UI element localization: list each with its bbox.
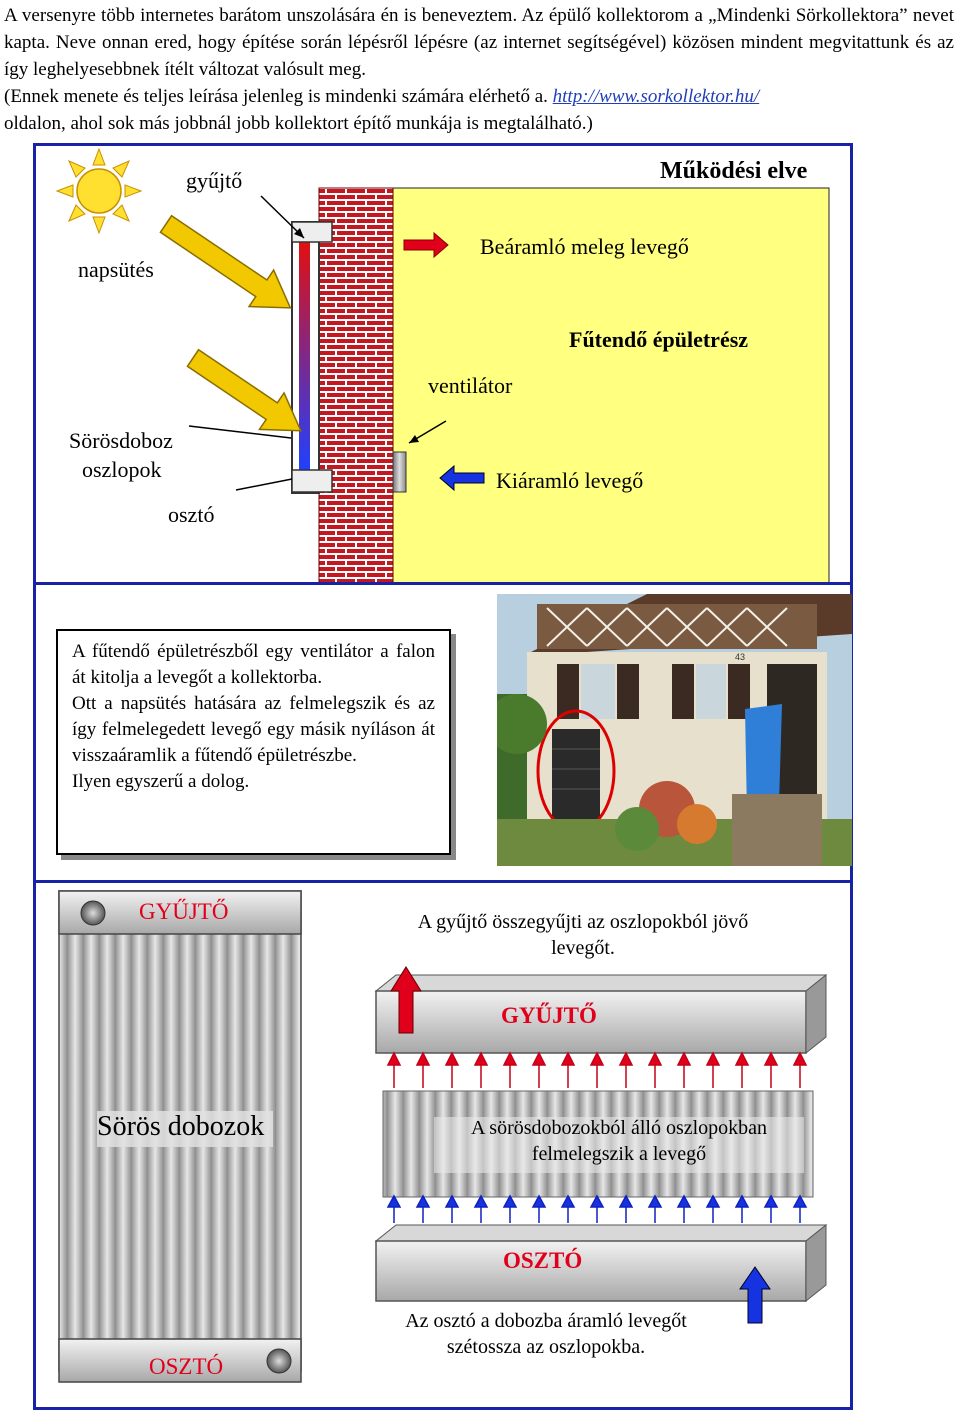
label-heated-room: Fűtendő épületrész <box>569 327 748 353</box>
label-gyujto: gyűjtő <box>186 168 242 194</box>
label-columns-1: Sörösdoboz <box>69 428 173 454</box>
explanation-line: Ilyen egyszerű a dolog. <box>72 769 435 795</box>
fan-body <box>393 452 406 492</box>
label-columns-2: oszlopok <box>82 457 161 483</box>
oszto-box <box>376 1241 806 1301</box>
house-photo: 43 <box>497 594 852 866</box>
collector-bottom <box>292 470 332 492</box>
label-napsutes: napsütés <box>78 257 154 283</box>
label-inflow: Beáramló meleg levegő <box>480 234 689 260</box>
explanation-line: A fűtendő épületrészből egy ventilátor a… <box>72 639 435 691</box>
oszto-opening <box>267 1349 291 1373</box>
label-outflow: Kiáramló levegő <box>496 468 643 494</box>
oszto-description: Az osztó a dobozba áramló levegőt szétos… <box>381 1308 711 1360</box>
diagram-title: Működési elve <box>660 158 807 185</box>
right-oszto-label: OSZTÓ <box>503 1248 582 1274</box>
sun-icon <box>57 149 141 233</box>
intro-closing: oldalon, ahol sok más jobbnál jobb kolle… <box>4 110 954 137</box>
right-gyujto-label: GYŰJTŐ <box>501 1003 597 1029</box>
intro-paragraph: A versenyre több internetes barátom unsz… <box>4 2 954 83</box>
working-principle-diagram <box>36 146 850 582</box>
collector-tube <box>299 242 310 470</box>
sunray-arrow-upper <box>154 206 303 326</box>
working-principle-panel: gyűjtő Működési elve napsütés Beáramló m… <box>33 143 853 585</box>
cold-air-arrows <box>388 1196 806 1223</box>
gyujto-description: A gyűjtő összegyűjti az oszlopokból jövő… <box>393 909 773 961</box>
columns-description: A sörösdobozokból álló oszlopokban felme… <box>434 1115 804 1167</box>
house-illustration: 43 <box>497 594 852 866</box>
photo-panel: A fűtendő épületrészből egy ventilátor a… <box>33 582 853 883</box>
intro-source-text: (Ennek menete és teljes leírása jelenleg… <box>4 86 548 107</box>
label-oszto: osztó <box>168 502 214 528</box>
label-ventilator: ventilátor <box>428 373 512 399</box>
explanation-box: A fűtendő épületrészből egy ventilátor a… <box>56 629 451 855</box>
sorkollektor-link[interactable]: http://www.sorkollektor.hu/ <box>553 86 760 107</box>
pointer-oszto <box>236 479 292 490</box>
house-number: 43 <box>735 652 745 662</box>
detail-panel: GYŰJTŐ Sörös dobozok OSZTÓ A gyűjtő össz… <box>33 880 853 1410</box>
warm-air-arrows <box>388 1053 806 1088</box>
intro-source-line: (Ennek menete és teljes leírása jelenleg… <box>4 83 954 110</box>
left-oszto-label: OSZTÓ <box>149 1354 223 1380</box>
explanation-line: Ott a napsütés hatására az felmelegszik … <box>72 691 435 769</box>
left-gyujto-label: GYŰJTŐ <box>139 899 228 925</box>
left-cans-label: Sörös dobozok <box>97 1111 264 1143</box>
intro-text: A versenyre több internetes barátom unsz… <box>4 2 954 137</box>
gyujto-opening <box>81 901 105 925</box>
brick-wall <box>319 188 393 582</box>
